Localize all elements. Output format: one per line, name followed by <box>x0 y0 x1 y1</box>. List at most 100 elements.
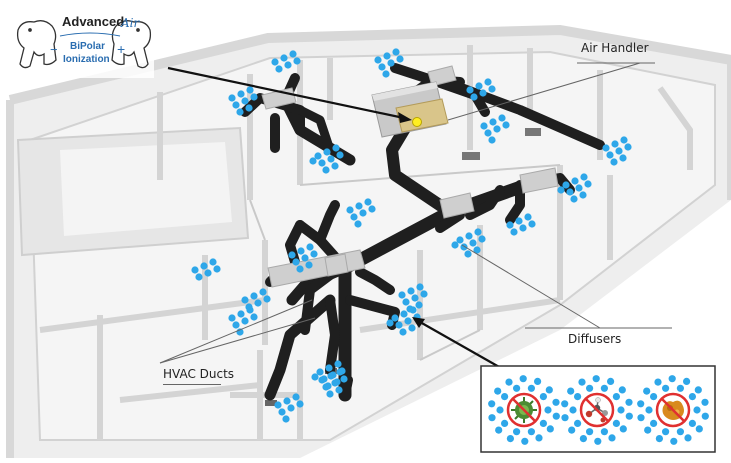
inset-ion-dot <box>586 428 594 436</box>
hvac-ducts-underline <box>163 384 221 385</box>
ion-dot <box>488 85 496 93</box>
ion-dot <box>396 55 404 63</box>
advanced-air-logo: Advanced Air − + BiPolar Ionization <box>14 8 154 78</box>
ion-dot <box>284 61 292 69</box>
ion-dot <box>524 213 532 221</box>
inset-ion-dot <box>534 377 542 385</box>
ion-dot <box>209 258 217 266</box>
ion-dot <box>383 52 391 60</box>
inset-ion-dot <box>695 425 703 433</box>
ion-dot <box>241 296 249 304</box>
ion-dot <box>399 328 407 336</box>
ion-dot <box>515 217 523 225</box>
air-handler-label: Air Handler <box>581 41 649 55</box>
ion-dot <box>579 191 587 199</box>
ion-dot <box>292 258 300 266</box>
inset-ion-dot <box>662 428 670 436</box>
ion-dot <box>484 78 492 86</box>
inset-ion-dot <box>561 414 569 422</box>
inset-ion-dot <box>688 393 697 401</box>
ion-dot <box>359 209 367 217</box>
ion-diffuser-clusters <box>191 48 632 423</box>
air-handler-unit <box>371 81 449 138</box>
ion-dot <box>619 154 627 162</box>
ion-dot <box>213 265 221 273</box>
ion-dot <box>484 129 492 137</box>
inset-ion-dot <box>594 437 602 445</box>
inset-ion-dot <box>552 412 560 420</box>
ion-dot <box>246 306 254 314</box>
inset-ion-dot <box>637 400 645 408</box>
ion-dot <box>204 269 212 277</box>
inset-ion-dot <box>505 378 513 386</box>
ion-dot <box>326 390 334 398</box>
ion-dot <box>566 188 574 196</box>
ion-dot <box>195 273 203 281</box>
logo-script: Air <box>120 16 141 30</box>
ion-dot <box>479 89 487 97</box>
hvac-ducts-label: HVAC Ducts <box>163 367 235 381</box>
ion-dot <box>610 158 618 166</box>
ion-dot <box>297 247 305 255</box>
ion-dot <box>562 181 570 189</box>
ion-dot <box>478 235 486 243</box>
ion-dot <box>318 159 326 167</box>
inset-ion-dot <box>568 426 576 434</box>
ion-dot <box>322 166 330 174</box>
inset-ion-dot <box>578 378 586 386</box>
inset-ion-dot <box>527 428 536 436</box>
ion-dot <box>519 224 527 232</box>
ion-dot <box>259 288 267 296</box>
ion-dot <box>411 294 419 302</box>
ion-dot <box>580 173 588 181</box>
ion-dot <box>374 56 382 64</box>
inset-ion-dot <box>574 419 582 427</box>
ion-dot <box>274 401 282 409</box>
ion-dot <box>398 291 406 299</box>
ion-dot <box>228 314 236 322</box>
pathogen-inset-panel <box>480 365 716 453</box>
ion-dot <box>237 310 245 318</box>
ion-dot <box>611 140 619 148</box>
ion-dot <box>493 125 501 133</box>
inset-pointer-arrow <box>412 317 509 373</box>
inset-ion-dot <box>552 398 560 406</box>
molecule-icon <box>579 392 615 428</box>
inset-ion-dot <box>618 386 626 394</box>
ion-dot <box>466 86 474 94</box>
bear-left-icon <box>16 20 57 69</box>
inset-ion-dot <box>625 412 633 420</box>
inset-ion-dot <box>645 406 653 414</box>
ion-dot <box>506 221 514 229</box>
ion-dot <box>475 82 483 90</box>
ion-dot <box>489 118 497 126</box>
inset-ion-dot <box>600 428 609 436</box>
ion-dot <box>287 404 295 412</box>
inset-ion-dot <box>494 387 502 395</box>
inset-ion-dot <box>574 393 582 401</box>
ion-dot <box>275 65 283 73</box>
ion-dot <box>310 250 318 258</box>
ion-dot <box>465 232 473 240</box>
ion-dot <box>271 58 279 66</box>
ion-dot <box>232 321 240 329</box>
inset-ion-dot <box>521 437 529 445</box>
ion-dot <box>278 408 286 416</box>
ion-dot <box>320 375 328 383</box>
ion-dot <box>502 121 510 129</box>
inset-ion-dot <box>539 419 548 427</box>
inset-ion-dot <box>561 400 569 408</box>
ion-dot <box>602 144 610 152</box>
inset-ion-dot <box>567 387 575 395</box>
ion-dot <box>333 378 341 386</box>
inset-ion-dot <box>586 384 594 392</box>
inset-ion-dot <box>579 435 588 443</box>
ion-dot <box>292 393 300 401</box>
ion-dot <box>382 70 390 78</box>
ion-dot <box>305 261 313 269</box>
ion-dot <box>340 375 348 383</box>
ion-dot <box>402 298 410 306</box>
ion-dot <box>350 213 358 221</box>
ion-dot <box>464 250 472 258</box>
